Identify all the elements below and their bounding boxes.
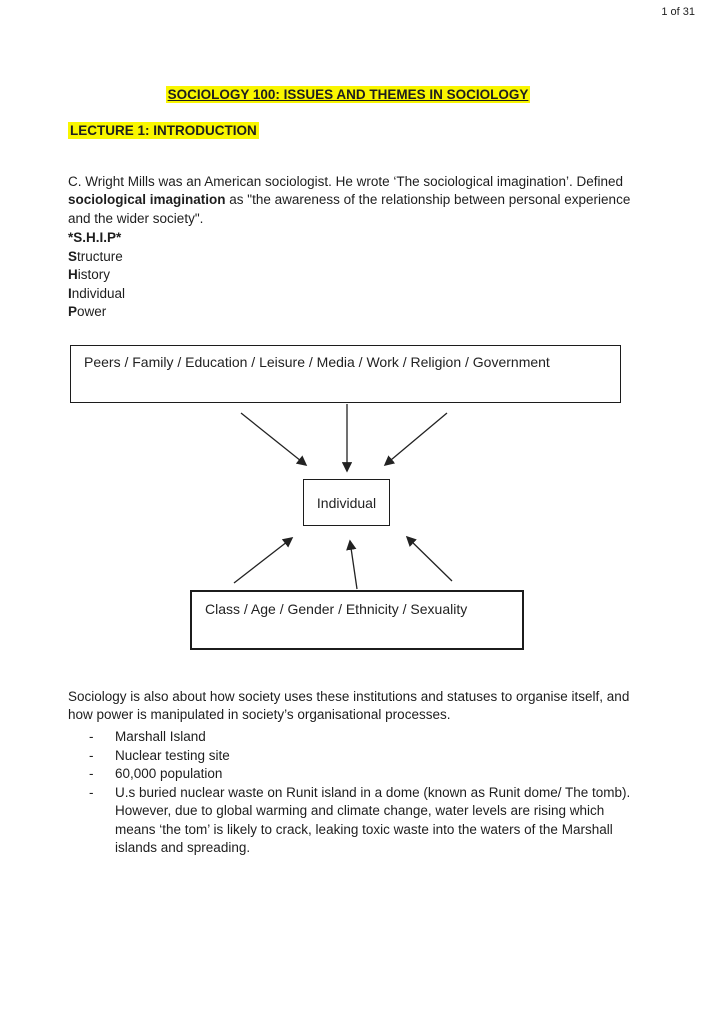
arrow-up-right-icon xyxy=(405,535,453,582)
ship-item-structure: Structure xyxy=(68,248,125,267)
institutions-box: Peers / Family / Education / Leisure / M… xyxy=(70,345,621,403)
ship-item-history: History xyxy=(68,266,125,285)
arrow-down-right-icon xyxy=(383,412,448,467)
ship-acronym-block: *S.H.I.P* Structure History Individual P… xyxy=(68,229,125,322)
list-item-text: Marshall Island xyxy=(115,729,206,744)
individual-box: Individual xyxy=(303,479,390,526)
ship-item-rest: ndividual xyxy=(71,285,126,301)
list-item: - 60,000 population xyxy=(89,765,674,784)
document-title: SOCIOLOGY 100: ISSUES AND THEMES IN SOCI… xyxy=(68,86,628,104)
list-item-text: U.s buried nuclear waste on Runit island… xyxy=(115,784,631,856)
arrow-down-left-icon xyxy=(240,412,308,466)
lecture-heading-text: LECTURE 1: INTRODUCTION xyxy=(68,122,259,139)
body-paragraph: Sociology is also about how society uses… xyxy=(68,688,630,723)
ship-item-lead: I xyxy=(68,285,72,301)
arrow-up-center-icon xyxy=(346,539,358,590)
list-item: - Marshall Island xyxy=(89,728,674,747)
list-item-text: 60,000 population xyxy=(115,766,223,781)
statuses-box: Class / Age / Gender / Ethnicity / Sexua… xyxy=(190,590,524,650)
bullet-marker: - xyxy=(89,747,94,763)
bullet-marker: - xyxy=(89,784,94,800)
list-item-text: Nuclear testing site xyxy=(115,747,230,763)
list-item: - Nuclear testing site xyxy=(89,747,674,766)
bullet-marker: - xyxy=(89,729,94,744)
intro-paragraph-part1: C. Wright Mills was an American sociolog… xyxy=(68,173,623,189)
list-item: - U.s buried nuclear waste on Runit isla… xyxy=(89,784,674,858)
ship-item-lead: S xyxy=(68,248,78,264)
ship-item-individual: Individual xyxy=(68,285,125,304)
ship-item-power: Power xyxy=(68,303,125,322)
arrow-up-left-icon xyxy=(233,537,294,584)
society-individual-diagram: Peers / Family / Education / Leisure / M… xyxy=(0,345,725,650)
document-title-text: SOCIOLOGY 100: ISSUES AND THEMES IN SOCI… xyxy=(165,86,531,103)
ship-item-rest: ower xyxy=(77,304,107,319)
ship-item-rest: istory xyxy=(77,267,111,282)
ship-item-lead: P xyxy=(68,304,78,319)
intro-paragraph-part2: as "the awareness of the relationship be… xyxy=(68,192,631,226)
ship-item-lead: H xyxy=(68,267,78,282)
bullet-list: - Marshall Island - Nuclear testing site… xyxy=(89,728,674,858)
diagram-arrows xyxy=(233,404,453,590)
ship-heading: *S.H.I.P* xyxy=(68,230,122,245)
lecture-heading: LECTURE 1: INTRODUCTION xyxy=(68,122,259,140)
ship-item-rest: tructure xyxy=(77,248,123,264)
intro-paragraph: C. Wright Mills was an American sociolog… xyxy=(68,173,633,229)
page-indicator: 1 of 31 xyxy=(661,6,695,18)
bullet-marker: - xyxy=(89,766,94,781)
intro-paragraph-bold-term: sociological imagination xyxy=(68,192,226,207)
